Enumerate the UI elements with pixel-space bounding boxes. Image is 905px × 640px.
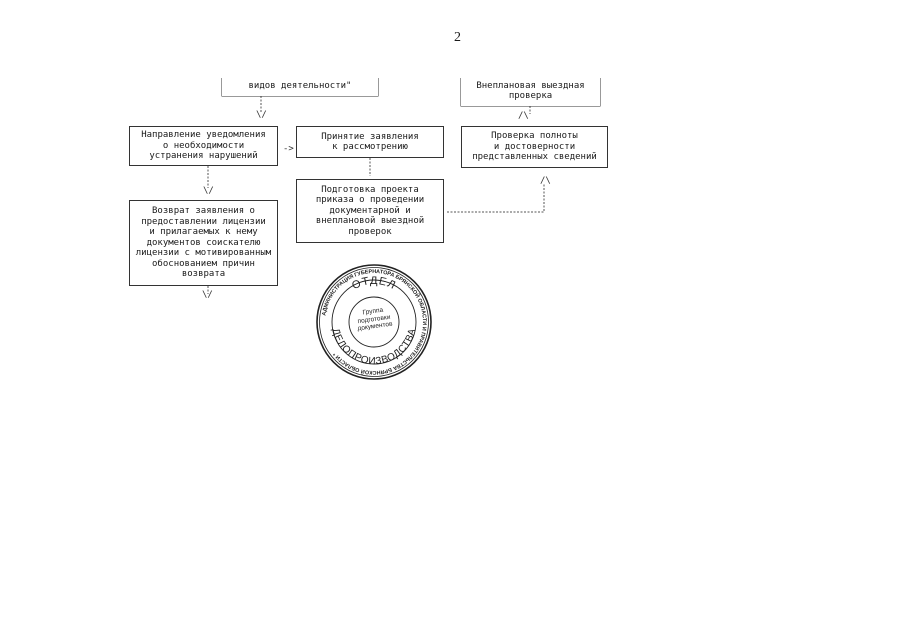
box-completeness-check: Проверка полноты и достоверности предста… — [461, 126, 608, 168]
stamp-center-text: Группа подготовки документов — [357, 308, 393, 333]
box-application-accept: Принятие заявления к рассмотрению — [296, 126, 444, 158]
box-unscheduled-inspection: Внеплановая выездная проверка — [461, 76, 600, 106]
box-completeness-check-text: Проверка полноты и достоверности предста… — [472, 131, 597, 163]
box-unscheduled-inspection-text: Внеплановая выездная проверка — [476, 80, 585, 102]
arrow-down-2: \/ — [203, 186, 214, 196]
arrow-down-3: \/ — [202, 290, 213, 300]
box-activity-types-text: видов деятельности" — [248, 80, 352, 91]
box-order-preparation-text: Подготовка проекта приказа о проведении … — [315, 184, 425, 237]
arrow-up-2: /\ — [540, 176, 551, 186]
page-number: 2 — [454, 30, 461, 45]
svg-text:ОТДЕЛ: ОТДЕЛ — [350, 275, 398, 292]
arrow-down-1: \/ — [256, 110, 267, 120]
box-application-return-text: Возврат заявления о предоставлении лицен… — [135, 206, 272, 280]
box-activity-types: видов деятельности" — [222, 76, 378, 96]
connector-prepare-to-check — [447, 184, 545, 213]
box-violation-notice: Направление уведомления о необходимости … — [129, 126, 278, 166]
official-stamp: АДМИНИСТРАЦИЯ ГУБЕРНАТОРА БРЯНСКОЙ ОБЛАС… — [316, 264, 432, 380]
arrow-right-1: -> — [283, 144, 294, 154]
box-order-preparation: Подготовка проекта приказа о проведении … — [296, 179, 444, 243]
box-application-return: Возврат заявления о предоставлении лицен… — [129, 200, 278, 286]
arrow-up-1: /\ — [518, 111, 529, 121]
box-violation-notice-text: Направление уведомления о необходимости … — [141, 130, 266, 162]
box-application-accept-text: Принятие заявления к рассмотрению — [321, 131, 419, 153]
stamp-dept-text: ОТДЕЛ — [350, 275, 397, 292]
